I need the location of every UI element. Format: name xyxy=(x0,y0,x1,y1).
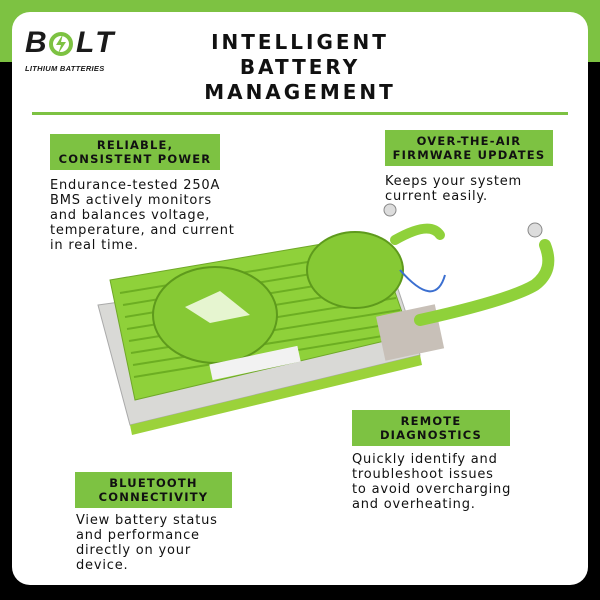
logo-tagline: LITHIUM BATTERIES xyxy=(25,64,105,73)
bms-product-image xyxy=(97,203,555,435)
feature-heading-reliable-power: RELIABLE, CONSISTENT POWER xyxy=(50,134,220,170)
title-line: INTELLIGENT xyxy=(211,30,389,54)
bolt-logo: BOLT LITHIUM BATTERIES xyxy=(25,28,137,74)
title-divider xyxy=(32,112,568,115)
heading-line: BLUETOOTH xyxy=(109,476,198,490)
heading-line: CONSISTENT POWER xyxy=(58,152,212,166)
feature-heading-remote-diagnostics: REMOTE DIAGNOSTICS xyxy=(352,410,510,446)
heading-line: CONNECTIVITY xyxy=(98,490,209,504)
heading-line: OVER-THE-AIR xyxy=(416,134,522,148)
heading-line: FIRMWARE UPDATES xyxy=(392,148,546,162)
lightning-bolt-icon xyxy=(47,30,75,58)
feature-heading-bluetooth: BLUETOOTH CONNECTIVITY xyxy=(75,472,232,508)
feature-text-ota-updates: Keeps your system current easily. xyxy=(385,174,522,204)
feature-text-bluetooth: View battery status and performance dire… xyxy=(76,513,218,573)
heading-line: RELIABLE, xyxy=(96,138,174,152)
heading-line: REMOTE xyxy=(400,414,462,428)
page-title: INTELLIGENT BATTERY MANAGEMENT xyxy=(160,30,440,105)
title-line: MANAGEMENT xyxy=(204,80,396,104)
title-line: BATTERY xyxy=(239,55,361,79)
feature-text-remote-diagnostics: Quickly identify and troubleshoot issues… xyxy=(352,452,512,512)
logo-wordmark: BOLT xyxy=(25,28,137,58)
feature-text-reliable-power: Endurance-tested 250A BMS actively monit… xyxy=(50,178,235,253)
heading-line: DIAGNOSTICS xyxy=(379,428,483,442)
feature-heading-ota-updates: OVER-THE-AIR FIRMWARE UPDATES xyxy=(385,130,553,166)
